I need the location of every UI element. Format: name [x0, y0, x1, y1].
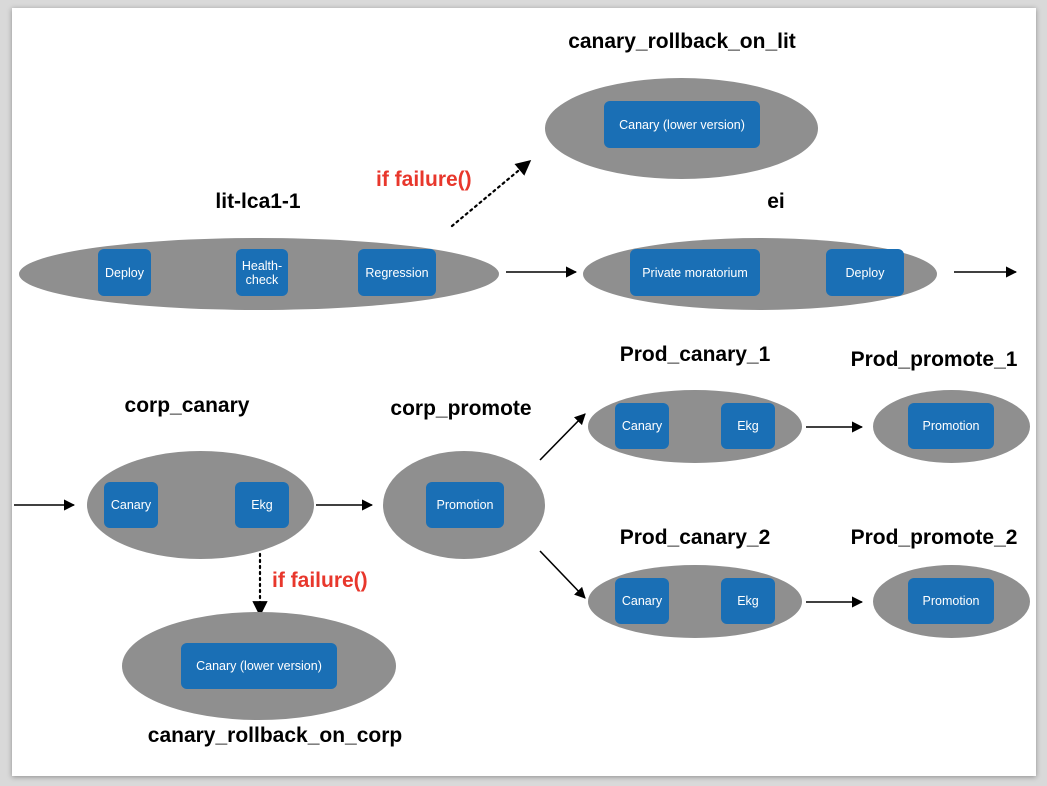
- stage-title-corp-promote: corp_promote: [390, 397, 532, 420]
- task-private-moratorium[interactable]: Private moratorium: [630, 249, 760, 296]
- stage-title-prod-canary-2: Prod_canary_2: [619, 526, 771, 549]
- task-ekg-prod-1[interactable]: Ekg: [721, 403, 775, 449]
- task-deploy[interactable]: Deploy: [98, 249, 151, 296]
- stage-title-prod-canary-1: Prod_canary_1: [619, 343, 771, 366]
- stage-title-corp-canary: corp_canary: [124, 394, 250, 417]
- stage-title-canary-rollback-on-corp: canary_rollback_on_corp: [147, 724, 403, 747]
- task-canary-lower-version-corp[interactable]: Canary (lower version): [181, 643, 337, 689]
- task-promotion-corp[interactable]: Promotion: [426, 482, 504, 528]
- task-promotion-prod-2[interactable]: Promotion: [908, 578, 994, 624]
- stage-title-ei: ei: [767, 190, 785, 213]
- failure-condition-lit: if failure(): [376, 168, 472, 191]
- task-promotion-prod-1[interactable]: Promotion: [908, 403, 994, 449]
- task-canary-lower-version-lit[interactable]: Canary (lower version): [604, 101, 760, 148]
- stage-title-canary-rollback-on-lit: canary_rollback_on_lit: [568, 30, 796, 53]
- arrow-promote-to-prod-canary-2: [539, 550, 586, 599]
- arrow-promote-to-prod-canary-1: [539, 413, 586, 461]
- task-regression[interactable]: Regression: [358, 249, 436, 296]
- task-canary-prod-2[interactable]: Canary: [615, 578, 669, 624]
- slide: lit-lca1-1 Deploy Health- check Regressi…: [12, 8, 1036, 776]
- stage-title-lit-lca1-1: lit-lca1-1: [215, 190, 301, 213]
- task-canary-prod-1[interactable]: Canary: [615, 403, 669, 449]
- stage-title-prod-promote-1: Prod_promote_1: [850, 348, 1018, 371]
- failure-condition-corp: if failure(): [272, 569, 368, 592]
- task-ekg-prod-2[interactable]: Ekg: [721, 578, 775, 624]
- task-canary-corp[interactable]: Canary: [104, 482, 158, 528]
- task-ekg-corp[interactable]: Ekg: [235, 482, 289, 528]
- task-health-check[interactable]: Health- check: [236, 249, 288, 296]
- task-deploy-ei[interactable]: Deploy: [826, 249, 904, 296]
- stage-title-prod-promote-2: Prod_promote_2: [850, 526, 1018, 549]
